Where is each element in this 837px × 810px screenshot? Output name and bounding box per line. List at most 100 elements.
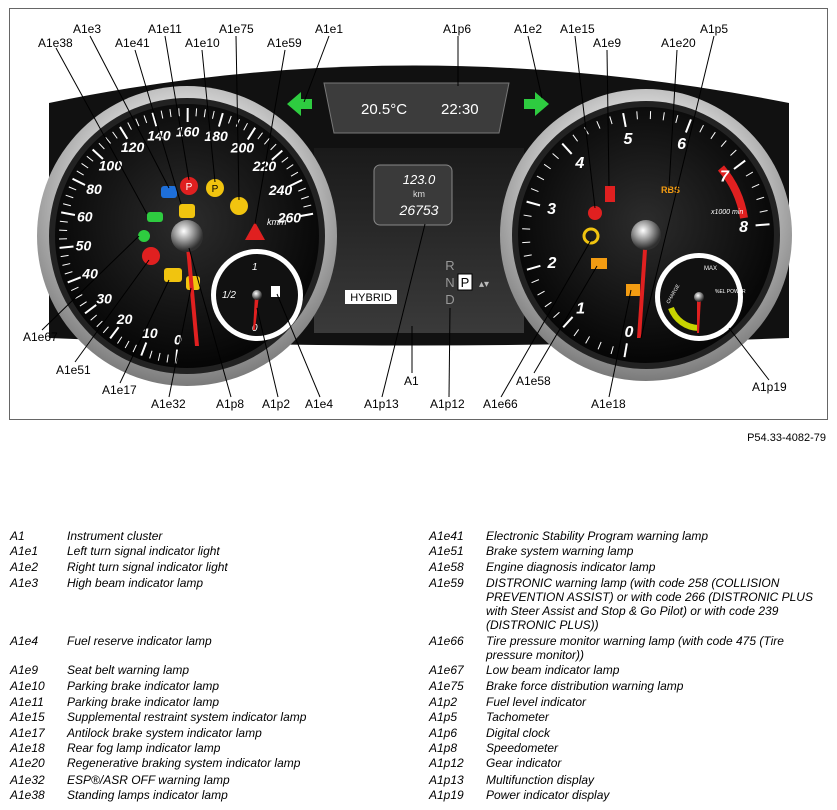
speed-tick [264,137,270,145]
speed-tick [157,352,161,361]
rpm-label: 2 [546,255,556,272]
speed-tick [60,254,69,258]
leader-A1p12 [448,307,451,398]
callout-A1p6: A1p6 [443,22,471,36]
rpm-tick [543,163,551,170]
leader-A1p5 [640,35,715,339]
speed-tick [286,164,294,170]
leader-A1e4 [276,293,321,398]
tire-pressure-icon [582,227,600,245]
leader-lines [41,35,770,398]
speed-tick [195,108,198,117]
speed-tick [117,336,123,344]
legend-code: A1p2 [429,695,458,709]
speed-tick [246,127,257,141]
parking-brake-red-p-icon: P [186,182,193,193]
rpm-tick [759,210,768,213]
speed-tick [59,220,68,223]
rpm-tick [755,223,770,227]
callout-A1e41: A1e41 [115,36,150,50]
legend-description: Regenerative braking system indicator la… [67,756,301,770]
rpm-label: 4 [574,155,584,172]
rpm-label: 8 [739,219,748,236]
speedometer-hub [171,220,203,252]
speed-tick [84,304,97,315]
callout-A1e4: A1e4 [305,397,333,411]
trip-readout: 123.0 [403,172,436,187]
rear-fog-icon [626,284,640,296]
legend-code: A1e15 [10,710,45,724]
leader-A1e58 [533,265,598,374]
legend-description: Instrument cluster [67,529,163,543]
rpm-tick [585,336,590,344]
legend-description: Parking brake indicator lamp [67,679,220,693]
speed-tick [281,156,289,163]
speed-tick [81,163,89,169]
leader-A1p13 [381,223,426,398]
rpm-tick [572,134,579,142]
speed-tick [68,186,77,191]
speed-tick [166,354,169,363]
instrument-cluster-figure: 20.5°C 22:30 123.0 km 26753 HYBRID R P N… [9,8,828,420]
legend-description: Right turn signal indicator light [67,560,228,574]
rpm-tick [730,149,737,156]
rpm-tick [561,142,573,155]
callout-A1p19: A1p19 [752,380,787,394]
speed-label: 260 [277,210,302,226]
legend-code: A1e66 [429,634,464,648]
legend-description: Gear indicator [486,756,562,770]
rpm-tick [610,346,614,355]
legend-code: A1p12 [429,756,464,770]
leader-A1e51 [74,259,150,363]
trip-unit: km [413,189,425,199]
callout-A1e75: A1e75 [219,22,254,36]
hybrid-badge [345,290,397,304]
leader-A1e66 [500,239,592,398]
speed-tick [151,112,158,127]
legend-description: Left turn signal indicator light [67,544,220,558]
callout-A1e9: A1e9 [593,36,621,50]
leader-A1p2 [256,307,279,398]
speed-tick [98,142,105,150]
leader-A1e9 [606,49,610,187]
rpm-tick [531,279,540,284]
speed-label: 60 [77,208,93,224]
hybrid-label: HYBRID [350,292,392,304]
legend-code: A1e38 [10,788,45,802]
leader-A1e38 [55,47,148,215]
speed-tick [212,110,215,119]
legend-description: Electronic Stability Program warning lam… [486,529,709,543]
rpm-tick [684,119,692,133]
speed-tick [75,294,83,299]
legend-code: A1e2 [10,560,39,574]
rpm-tick [526,264,541,271]
speed-tick [299,212,314,218]
leader-A1e75 [235,35,240,201]
rpm-unit: x1000 min [710,209,743,216]
leader-A1e3 [89,35,170,189]
leader-A1p19 [728,327,770,381]
srs-icon [588,206,602,220]
legend-description: Brake force distribution warning lamp [486,679,684,693]
speed-label: 20 [116,311,133,327]
speed-tick [140,342,148,356]
legend-description: Power indicator display [486,788,610,802]
gear-p: P [461,275,470,290]
rpm-tick [622,112,627,128]
speed-tick [271,149,283,161]
legend-description: Tire pressure monitor warning lamp (with… [486,634,784,662]
fuel-pump-icon [271,286,280,297]
legend-code: A1 [10,529,25,543]
speed-label: 40 [81,265,98,281]
speed-tick [160,110,164,119]
rpm-tick [699,124,704,133]
leader-A1e20 [668,49,678,189]
rpm-tick [623,343,628,358]
legend-code: A1e32 [10,773,45,787]
legend-description: High beam indicator lamp [67,576,204,590]
callout-A1p8: A1p8 [216,397,244,411]
rpm-tick [573,329,580,337]
speed-tick [124,340,130,349]
speed-tick [62,263,71,266]
